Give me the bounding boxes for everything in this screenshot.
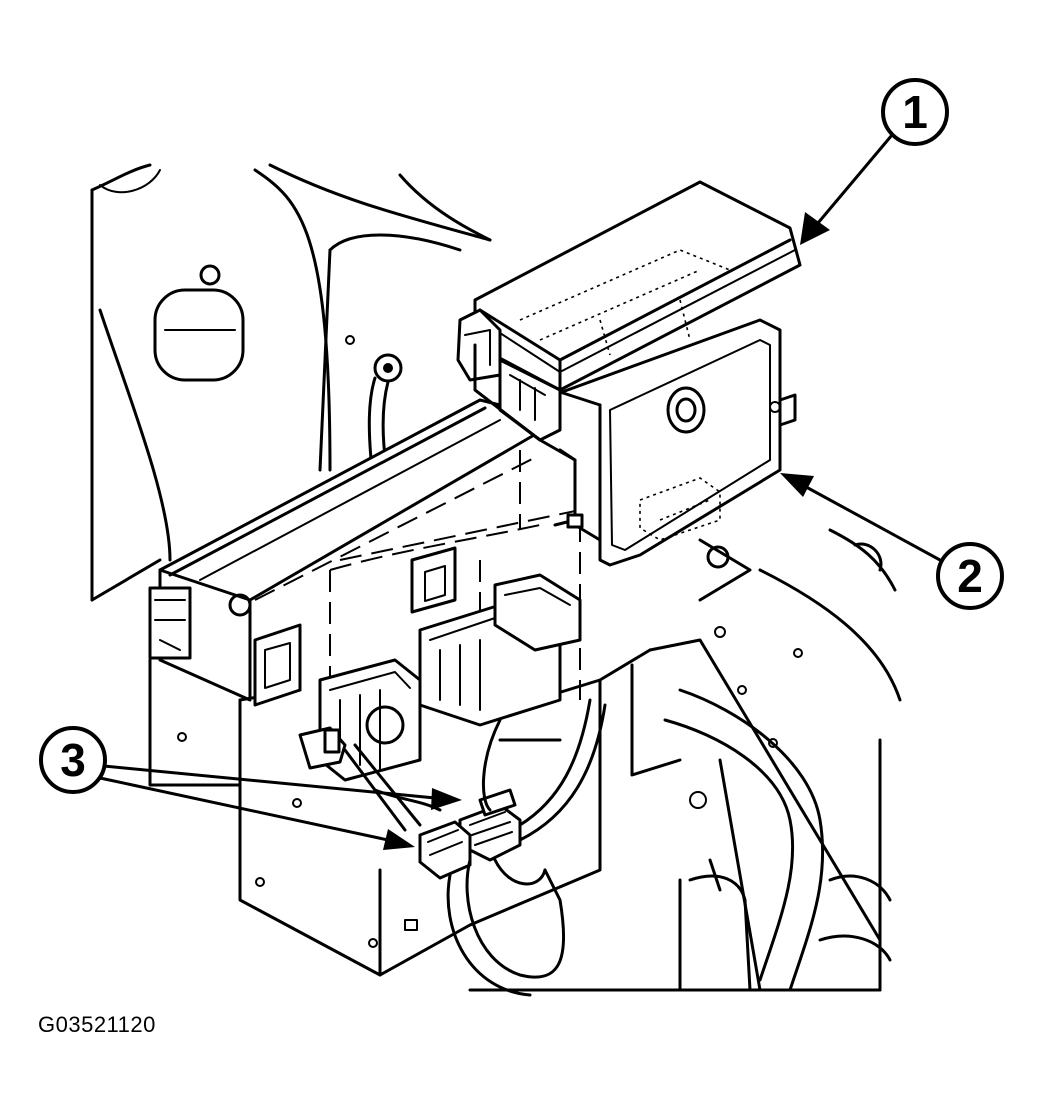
body-panel-right — [648, 528, 902, 992]
callout-3-label: 3 — [60, 734, 86, 786]
power-distribution-center — [148, 398, 562, 707]
control-module — [538, 318, 797, 567]
relay-cluster — [318, 546, 582, 782]
wiring-harness-main — [630, 663, 825, 992]
callout-1: 1 — [800, 78, 949, 245]
figure-code: G03521120 — [38, 1012, 156, 1037]
body-panel-left — [90, 163, 492, 602]
assembly-outline — [254, 450, 581, 720]
connector-group — [298, 726, 522, 880]
callout-2-label: 2 — [957, 550, 983, 602]
fuse-box-cover — [456, 180, 802, 442]
callout-1-label: 1 — [902, 86, 928, 138]
callout-2: 2 — [780, 473, 1004, 610]
callout-3: 3 — [39, 726, 462, 850]
